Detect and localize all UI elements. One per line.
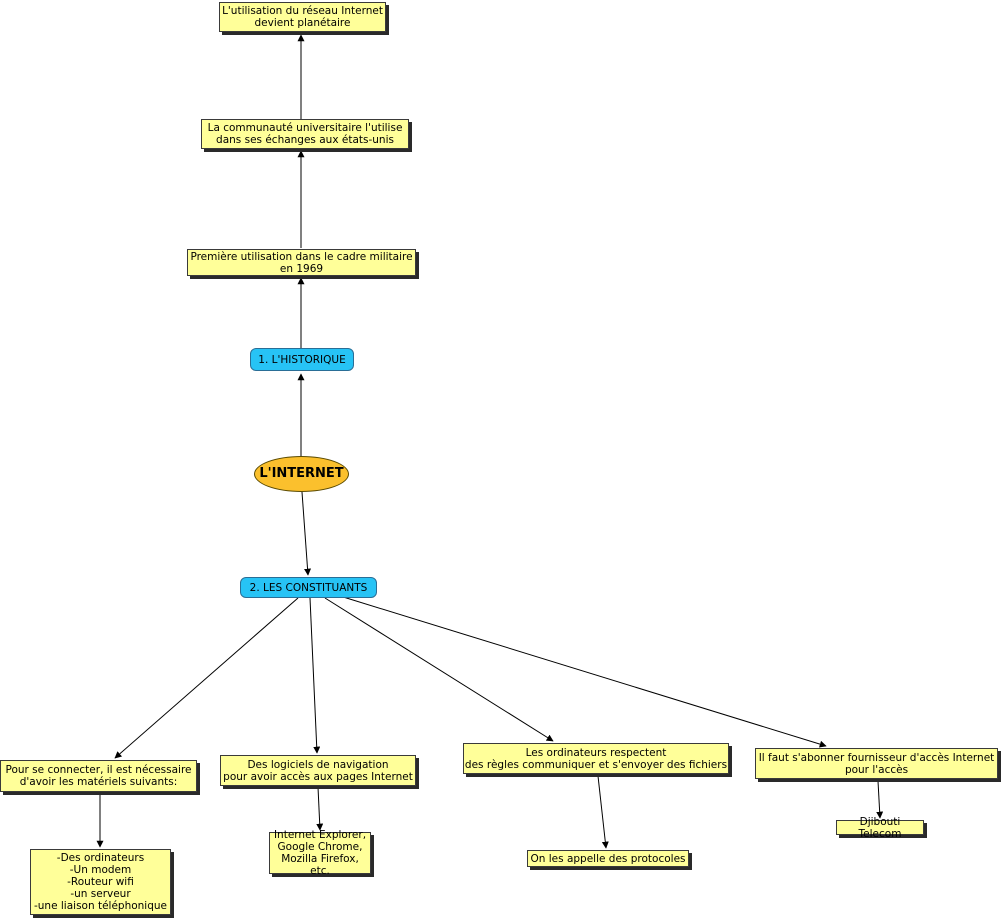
node-constituants[interactable]: 2. LES CONSTITUANTS [240, 577, 377, 598]
node-navigateurs[interactable]: Internet Explorer, Google Chrome, Mozill… [269, 829, 371, 877]
node-materiels[interactable]: -Des ordinateurs -Un modem -Routeur wifi… [30, 849, 171, 915]
node-abonner[interactable]: Il faut s'abonner fournisseur d'accès In… [755, 748, 998, 779]
link-root-constituants [301, 491, 312, 576]
node-djibouti[interactable]: Djibouti Telecom [836, 816, 924, 840]
node-historique[interactable]: 1. L'HISTORIQUE [250, 348, 354, 371]
link-constituants-regles [324, 597, 554, 742]
link-abonner-djibouti [876, 780, 884, 819]
node-connecter[interactable]: Pour se connecter, il est nécessaire d'a… [0, 760, 197, 792]
link-constituants-connecter [114, 597, 299, 759]
link-constituants-abonner [339, 595, 827, 748]
node-universitaire[interactable]: La communauté universitaire l'utilise da… [201, 119, 409, 149]
node-protocoles[interactable]: On les appelle des protocoles [527, 850, 689, 867]
node-planetaire[interactable]: L'utilisation du réseau Internet devient… [219, 2, 386, 32]
link-logiciels-navigateurs [316, 786, 324, 831]
link-constituants-logiciels [309, 597, 321, 754]
node-root[interactable]: L'INTERNET [254, 456, 349, 492]
node-logiciels[interactable]: Des logiciels de navigation pour avoir a… [220, 755, 416, 786]
link-regles-protocoles [597, 775, 609, 849]
node-regles[interactable]: Les ordinateurs respectent des règles co… [463, 743, 729, 774]
node-militaire[interactable]: Première utilisation dans le cadre milit… [187, 249, 416, 276]
